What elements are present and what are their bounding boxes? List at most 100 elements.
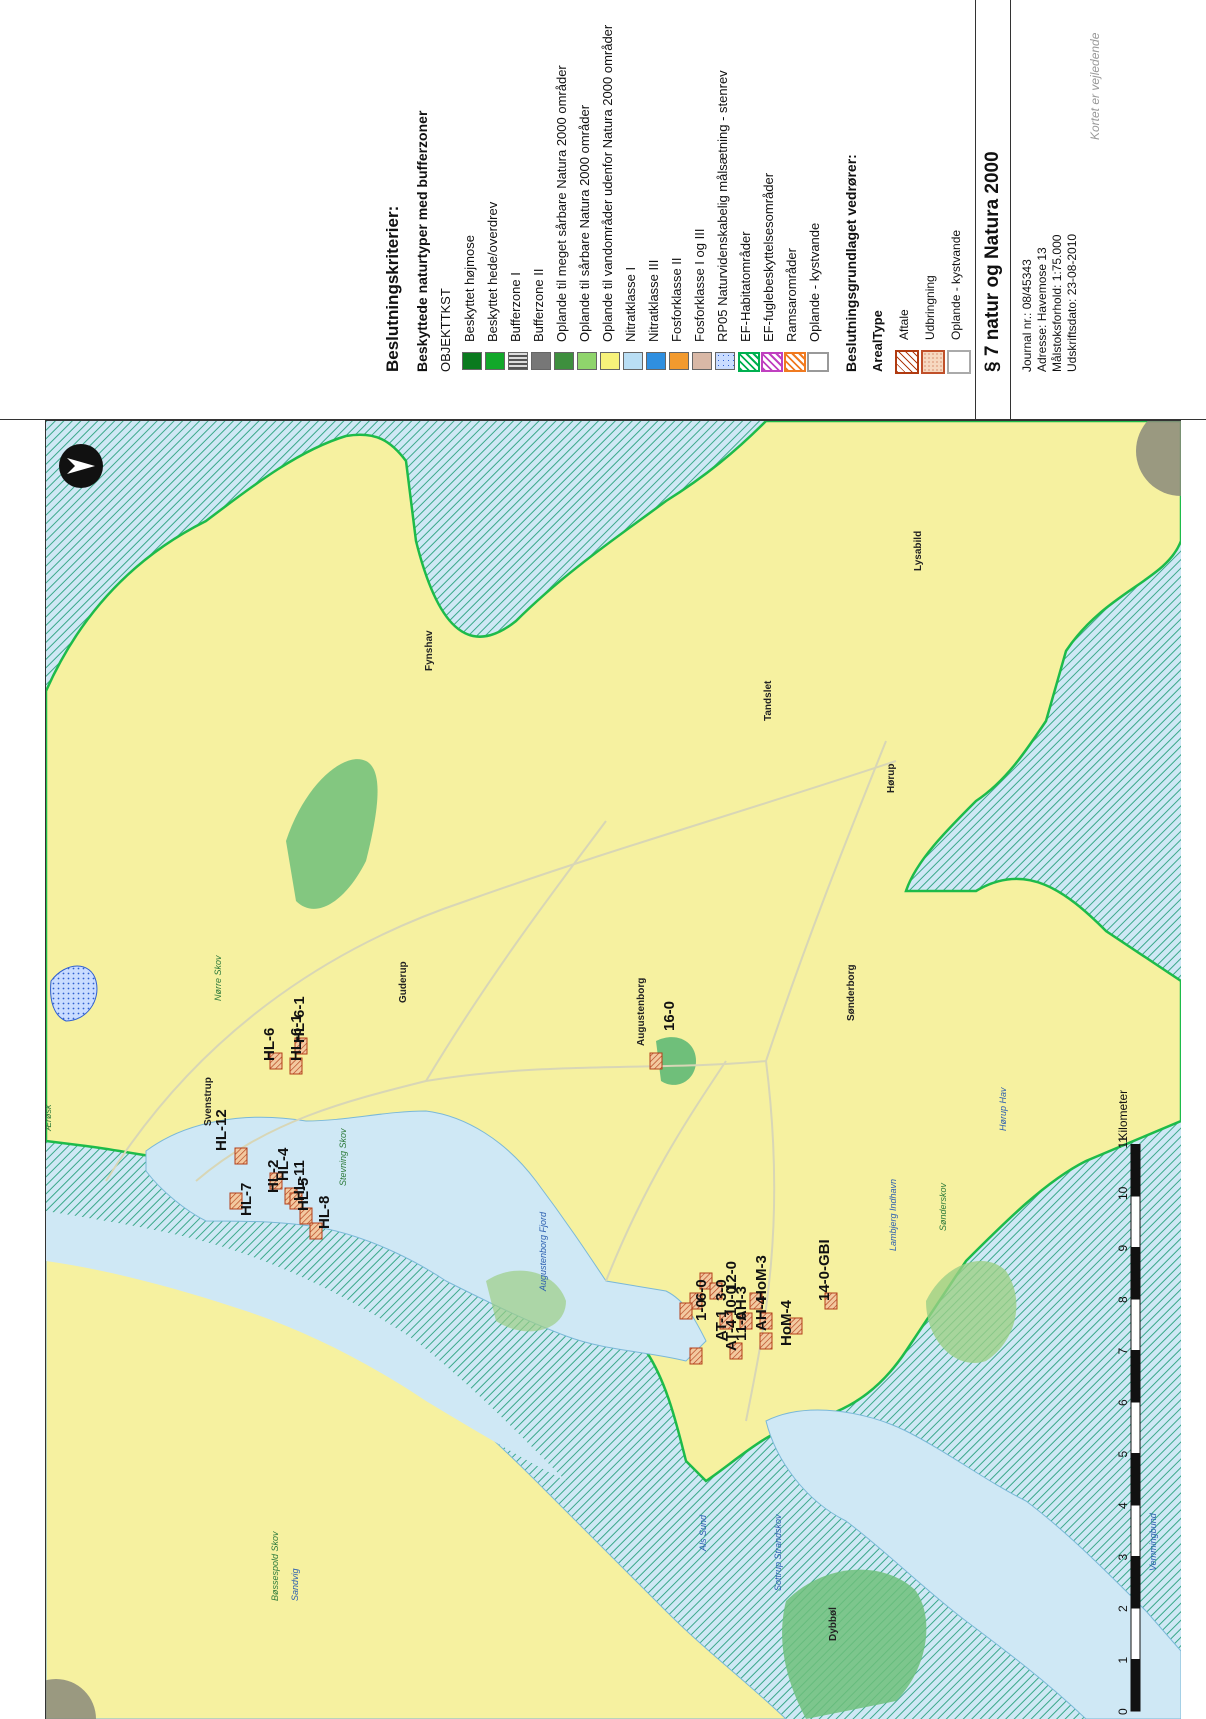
scale-segment xyxy=(1130,1144,1141,1197)
site-label: HL-6 xyxy=(261,1028,278,1061)
place-label: Sønderborg xyxy=(846,964,857,1021)
scale-tick-label: 4 xyxy=(1116,1502,1130,1509)
legend-label: EF-Habitatområder xyxy=(738,231,753,342)
scale-segment xyxy=(1130,1607,1141,1660)
site-polygon[interactable] xyxy=(234,1147,248,1165)
legend-swatch xyxy=(462,352,482,370)
site-label: HL-11 xyxy=(291,1160,308,1201)
site-polygon[interactable] xyxy=(689,1347,703,1365)
site-label: AT-1 xyxy=(713,1310,730,1341)
site-label: HL-6-1 xyxy=(288,1014,305,1061)
scale-segment xyxy=(1130,1298,1141,1351)
north-arrow xyxy=(59,444,103,488)
forest-dybbol xyxy=(782,1569,927,1719)
forest-sonderskov xyxy=(926,1261,1017,1363)
site-polygon[interactable] xyxy=(229,1192,243,1210)
legend-swatch xyxy=(692,352,712,370)
address: Adresse: Havemose 13 xyxy=(1035,247,1049,372)
legend-field-name: OBJEKTTKST xyxy=(438,288,453,372)
scale-ratio: Målstoksforhold: 1:75.000 xyxy=(1050,234,1064,372)
legend-swatch xyxy=(807,352,829,372)
site-polygon[interactable] xyxy=(689,1292,703,1310)
site-polygon[interactable] xyxy=(699,1272,713,1290)
site-polygon[interactable] xyxy=(824,1292,838,1310)
site-polygon[interactable] xyxy=(299,1207,313,1225)
site-polygon[interactable] xyxy=(709,1282,723,1300)
site-label: 14-0-GBI xyxy=(816,1239,833,1301)
disclaimer: Kortet er vejledende xyxy=(1088,32,1102,140)
site-polygon[interactable] xyxy=(309,1222,323,1240)
roads xyxy=(105,740,897,1422)
forest-label: Bøssespold Skov xyxy=(270,1531,280,1601)
site-polygon[interactable] xyxy=(719,1312,733,1330)
legend-swatch xyxy=(761,352,783,372)
areatype-swatch xyxy=(947,350,971,374)
site-label: 3-0 xyxy=(713,1279,730,1301)
site-label: AH-3 xyxy=(733,1286,750,1321)
scale-tick-label: 2 xyxy=(1116,1605,1130,1612)
legend-label: RP05 Naturvidenskabelig målsætning - ste… xyxy=(715,70,730,342)
site-polygon[interactable] xyxy=(269,1172,283,1190)
legend-label: Nitratklasse III xyxy=(646,259,661,342)
legend-swatch xyxy=(554,352,574,370)
map-legend: Beslutningskriterier: Beskyttede naturty… xyxy=(0,0,1206,420)
water-label: Augustenborg Fjord xyxy=(538,1211,548,1292)
scale-segment xyxy=(1130,1504,1141,1557)
site-polygon[interactable] xyxy=(269,1052,283,1070)
map-title: § 7 natur og Natura 2000 xyxy=(982,151,1003,372)
scale-tick-label: 8 xyxy=(1116,1296,1130,1303)
scale-tick-label: 9 xyxy=(1116,1245,1130,1252)
forest-label: Nørre Skov xyxy=(213,955,223,1001)
legend-divider xyxy=(975,0,976,419)
legend-swatch xyxy=(531,352,551,370)
scale-segment xyxy=(1130,1659,1141,1712)
bufferzone-circle-ne xyxy=(1136,421,1181,496)
site-polygon[interactable] xyxy=(649,1052,663,1070)
place-label: Lysabild xyxy=(913,531,924,571)
bufferzone-circle-sw xyxy=(46,1679,96,1719)
legend-label: Oplande - kystvande xyxy=(807,222,822,342)
scale-tick-label: 11 xyxy=(1116,1136,1130,1149)
site-label: 1-0 xyxy=(693,1299,710,1321)
site-label: HoM-3 xyxy=(753,1255,770,1301)
site-polygon[interactable] xyxy=(759,1332,773,1350)
site-label: HL-8 xyxy=(316,1196,333,1229)
forest-augustenborg xyxy=(656,1037,696,1085)
site-polygon[interactable] xyxy=(679,1302,693,1320)
site-label: HoM-4 xyxy=(778,1300,795,1346)
areatype-label: Aftale xyxy=(897,309,911,340)
site-label: AT-4 xyxy=(723,1319,740,1351)
site-polygon[interactable] xyxy=(289,1192,303,1210)
decision-heading: Beslutningsgrundlaget vedrører: xyxy=(843,154,859,372)
site-polygon[interactable] xyxy=(789,1317,803,1335)
forest-label: Stevning Skov xyxy=(338,1128,348,1186)
site-label: 10-0 xyxy=(723,1286,740,1316)
legend-subheading: Beskyttede naturtyper med bufferzoner xyxy=(414,110,430,372)
site-label: HL-12 xyxy=(213,1109,230,1151)
site-polygon[interactable] xyxy=(294,1037,308,1055)
areatype-label: Udbringning xyxy=(923,275,937,340)
legend-label: Oplande til meget sårbare Natura 2000 om… xyxy=(554,65,569,342)
legend-swatch xyxy=(600,352,620,370)
site-label: HL-2 xyxy=(265,1160,282,1193)
site-polygon[interactable] xyxy=(289,1057,303,1075)
horup-hav xyxy=(765,1409,1181,1719)
scale-unit-label: Kilometer xyxy=(1116,1090,1130,1141)
scale-tick-label: 1 xyxy=(1116,1657,1130,1664)
place-label: Augustenborg xyxy=(636,978,647,1046)
scale-segment xyxy=(1130,1556,1141,1609)
site-polygon[interactable] xyxy=(729,1342,743,1360)
site-polygon[interactable] xyxy=(739,1312,753,1330)
site-label: HL-4 xyxy=(275,1147,292,1181)
journal-number: Journal nr.: 08/45343 xyxy=(1020,259,1034,372)
legend-swatch xyxy=(485,352,505,370)
site-polygon[interactable] xyxy=(759,1312,773,1330)
legend-swatch xyxy=(784,352,806,372)
legend-label: EF-fuglebeskyttelsesområder xyxy=(761,172,776,342)
site-polygon[interactable] xyxy=(749,1292,763,1310)
place-label: Fynshav xyxy=(424,630,435,671)
legend-label: Fosforklasse I og III xyxy=(692,228,707,342)
legend-divider-2 xyxy=(1010,0,1011,419)
